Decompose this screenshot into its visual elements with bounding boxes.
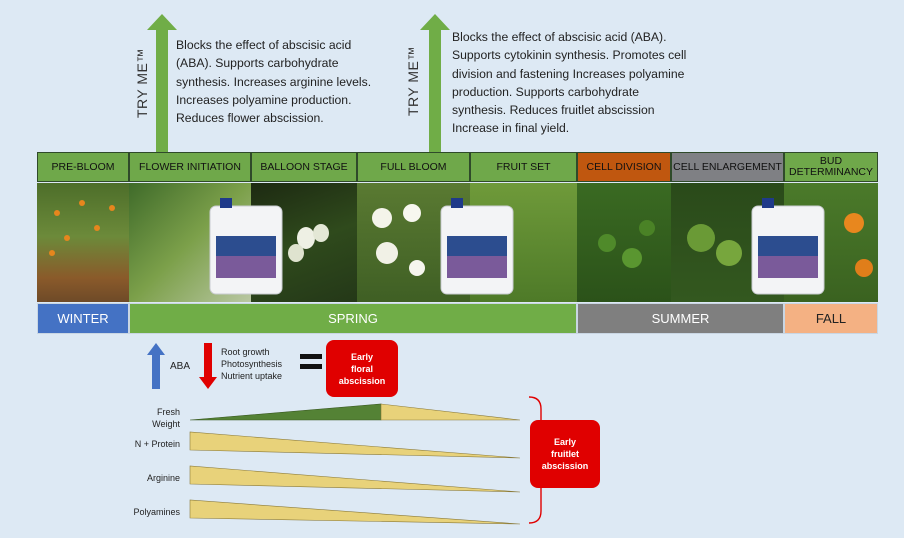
try-me-label: TRY ME™ bbox=[134, 48, 150, 118]
try-me-label: TRY ME™ bbox=[405, 46, 421, 116]
up-arrow-icon bbox=[420, 14, 450, 154]
stage-cell-enlargement: CELL ENLARGEMENT bbox=[671, 152, 784, 182]
blue-up-arrow-icon bbox=[147, 343, 165, 389]
stage-cell-division: CELL DIVISION bbox=[577, 152, 671, 182]
n-protein-wedge bbox=[189, 431, 521, 459]
product-container-icon bbox=[209, 198, 283, 295]
red-down-arrow-icon bbox=[199, 343, 217, 389]
row-label-fresh-weight: Fresh Weight bbox=[152, 407, 180, 429]
row-label-arginine: Arginine bbox=[146, 473, 180, 483]
arginine-wedge bbox=[189, 465, 521, 493]
stage-balloon: BALLOON STAGE bbox=[251, 152, 357, 182]
season-spring: SPRING bbox=[129, 303, 577, 334]
early-fruitlet-abscission-box: Early fruitlet abscission bbox=[530, 420, 600, 488]
fresh-weight-rising-wedge bbox=[189, 403, 382, 421]
effects-list: Root growth Photosynthesis Nutrient upta… bbox=[221, 347, 283, 381]
product-container-icon bbox=[440, 198, 514, 295]
season-summer: SUMMER bbox=[577, 303, 784, 334]
stage-bud-determinancy: BUD DETERMINANCY bbox=[784, 152, 878, 182]
trend-wedges bbox=[189, 403, 521, 525]
row-label-n-protein: N + Protein bbox=[134, 439, 180, 449]
up-arrow-icon bbox=[147, 14, 177, 154]
early-floral-abscission-box: Early floral abscission bbox=[326, 340, 398, 397]
photo-cell-division bbox=[577, 183, 671, 302]
stage-full-bloom: FULL BLOOM bbox=[357, 152, 470, 182]
stage-fruit-set: FRUIT SET bbox=[470, 152, 577, 182]
photo-pre-bloom bbox=[37, 183, 129, 302]
aba-label: ABA bbox=[170, 361, 191, 372]
stage-pre-bloom: PRE-BLOOM bbox=[37, 152, 129, 182]
description-second: Blocks the effect of abscisic acid (ABA)… bbox=[452, 30, 687, 136]
polyamines-wedge bbox=[189, 499, 521, 525]
season-fall: FALL bbox=[784, 303, 878, 334]
row-label-polyamines: Polyamines bbox=[133, 507, 180, 517]
season-winter: WINTER bbox=[37, 303, 129, 334]
fresh-weight-falling-wedge bbox=[380, 403, 521, 421]
product-container-icon bbox=[751, 198, 825, 295]
description-first: Blocks the effect of abscisic acid (ABA)… bbox=[176, 38, 372, 126]
equals-sign-icon bbox=[300, 354, 322, 370]
stage-flower-initiation: FLOWER INITIATION bbox=[129, 152, 251, 182]
